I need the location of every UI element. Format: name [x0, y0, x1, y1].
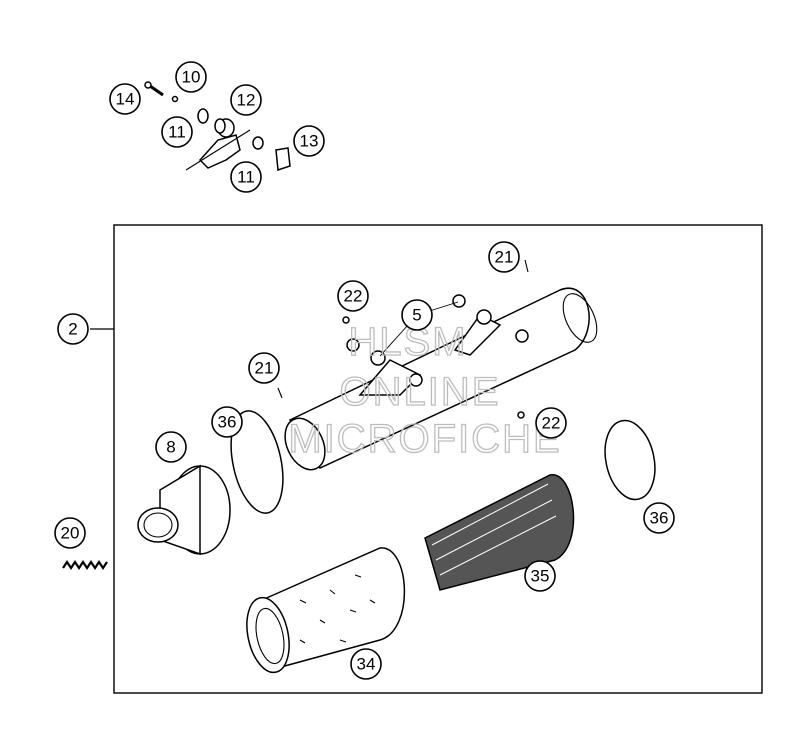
callout-11-top-label: 11 — [168, 123, 186, 142]
callout-36-right: 36 — [643, 502, 675, 534]
callout-8-label: 8 — [166, 438, 175, 457]
callout-22-top: 22 — [337, 280, 369, 312]
callout-13-label: 13 — [300, 132, 319, 151]
callout-35: 35 — [524, 560, 556, 592]
gasket-left — [230, 410, 284, 514]
callout-36-left-label: 36 — [218, 413, 237, 432]
callout-8: 8 — [155, 431, 187, 463]
mount-subassembly — [144, 81, 291, 172]
callout-22-mid-label: 22 — [542, 414, 561, 433]
callout-2-label: 2 — [68, 320, 77, 339]
callout-5-label: 5 — [412, 306, 421, 325]
spring — [62, 560, 108, 570]
muffler-body — [277, 259, 598, 471]
callout-10-label: 10 — [182, 68, 201, 87]
callout-20-label: 20 — [61, 524, 80, 543]
callout-14-label: 14 — [116, 90, 135, 109]
callout-14: 14 — [109, 83, 141, 115]
callout-21-top: 21 — [488, 241, 520, 273]
callout-11-top: 11 — [161, 116, 193, 148]
callout-13: 13 — [293, 125, 325, 157]
watermark-line-3: MICROFICHE — [288, 417, 561, 461]
callout-10: 10 — [175, 61, 207, 93]
callout-36-left: 36 — [211, 406, 243, 438]
callout-34-label: 34 — [357, 655, 376, 674]
packing-wool — [246, 547, 406, 674]
callout-11-bottom-label: 11 — [237, 168, 255, 187]
callout-12-label: 12 — [237, 91, 256, 110]
callout-2: 2 — [57, 313, 89, 345]
callout-35-label: 35 — [531, 567, 550, 586]
watermark-line-2: ONLINE — [340, 370, 501, 414]
assembly-frame — [90, 224, 763, 694]
callout-34: 34 — [350, 648, 382, 680]
callout-12: 12 — [230, 84, 262, 116]
callout-21-top-label: 21 — [495, 248, 514, 267]
callout-20: 20 — [54, 517, 86, 549]
callout-21-mid: 21 — [248, 352, 280, 384]
callout-22-mid: 22 — [535, 407, 567, 439]
callout-36-right-label: 36 — [650, 509, 669, 528]
end-cap-inlet — [137, 464, 231, 556]
callout-22-top-label: 22 — [344, 287, 363, 306]
gasket-right — [604, 419, 656, 501]
callout-5: 5 — [401, 299, 433, 331]
callout-21-mid-label: 21 — [255, 359, 274, 378]
callout-11-bottom: 11 — [230, 161, 262, 193]
